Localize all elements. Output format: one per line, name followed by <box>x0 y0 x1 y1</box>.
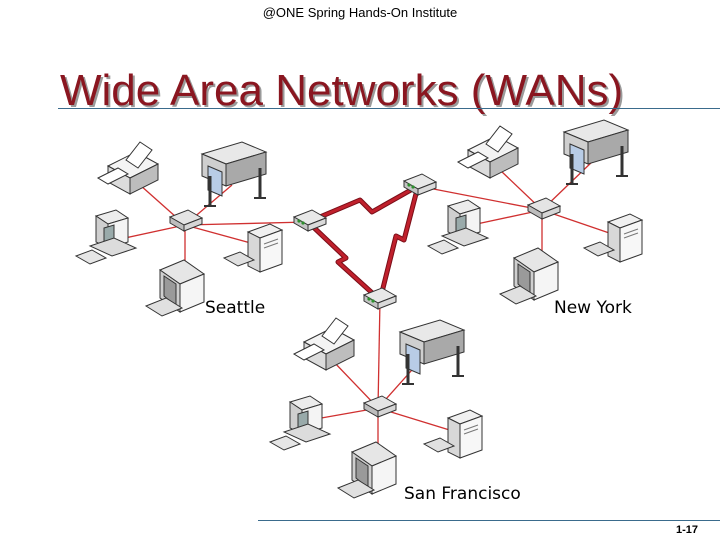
monitor-icon <box>145 259 205 317</box>
monitor-icon <box>337 441 397 499</box>
computer-icon <box>223 223 283 273</box>
page-number: 1-17 <box>675 524 698 536</box>
printer-icon <box>457 125 519 179</box>
sanfrancisco-lan <box>269 317 483 499</box>
printer-icon <box>97 141 159 195</box>
header-text: @ONE Spring Hands-On Institute <box>262 5 458 20</box>
printer-icon <box>293 317 355 371</box>
slide-title: Wide Area Networks (WANs) <box>60 66 624 115</box>
wan-links <box>306 183 421 302</box>
newyork-lan <box>427 118 643 305</box>
computer-icon <box>583 213 643 263</box>
site-label-newyork: New York <box>554 298 632 318</box>
workstation-icon <box>269 395 331 451</box>
workstation-icon <box>75 209 137 265</box>
monitor-icon <box>499 247 559 305</box>
plotter-icon <box>562 118 630 186</box>
footer-rule <box>258 520 720 521</box>
workstation-icon <box>427 199 489 255</box>
wan-link-seattle-newyork-inner <box>307 184 419 224</box>
plotter-icon <box>200 140 268 208</box>
site-label-sanfrancisco: San Francisco <box>404 484 521 504</box>
computer-icon <box>423 409 483 459</box>
title-rule <box>58 108 720 109</box>
plotter-icon <box>398 318 466 386</box>
seattle-lan <box>75 140 283 317</box>
router-icon-seattle <box>293 209 327 232</box>
site-label-seattle: Seattle <box>205 298 266 318</box>
